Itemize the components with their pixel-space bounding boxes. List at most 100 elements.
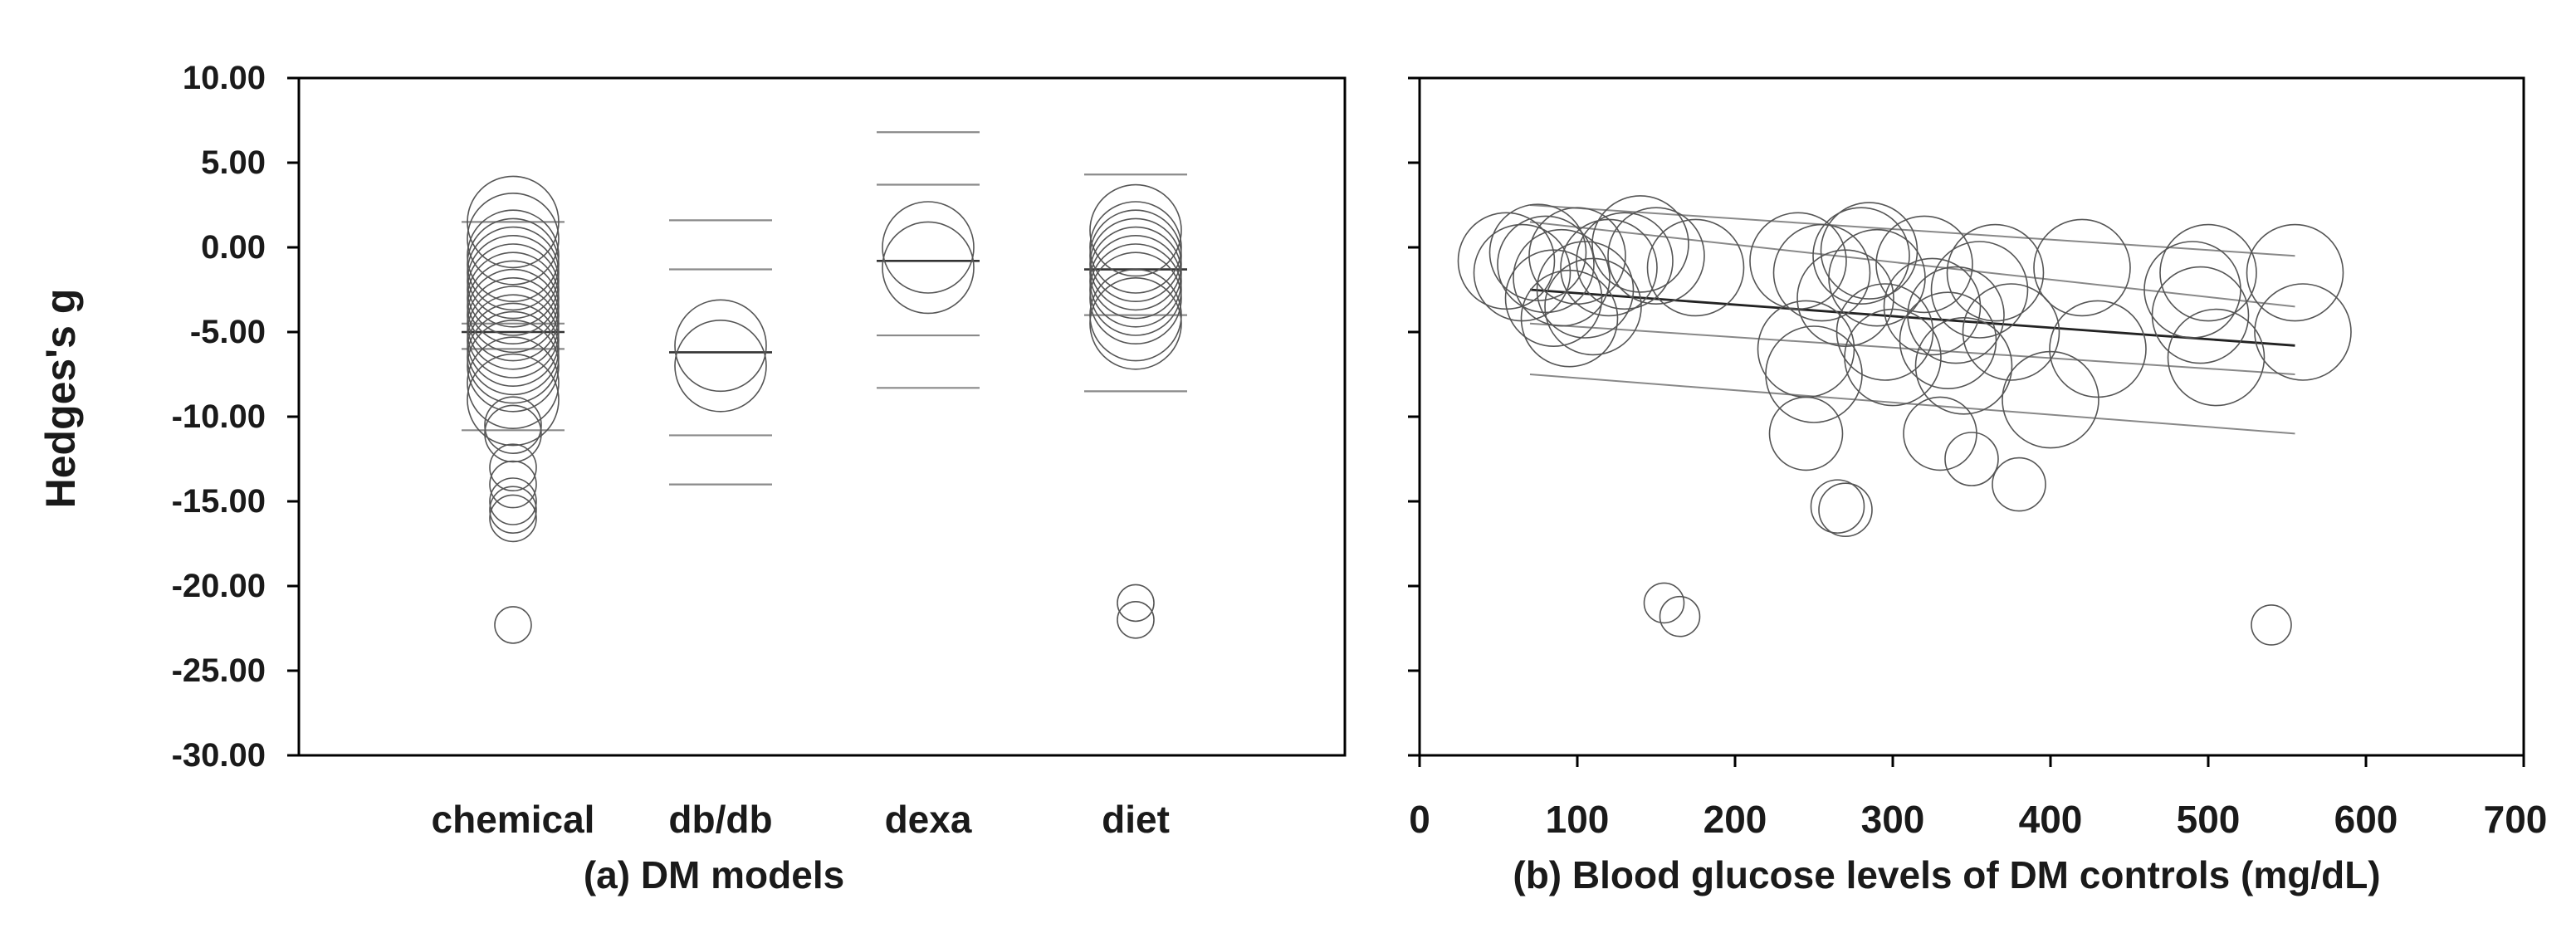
data-point (489, 486, 537, 535)
data-point (467, 243, 560, 336)
data-point (1946, 223, 2045, 322)
data-point (1844, 308, 1942, 407)
y-tick-label: -5.00 (190, 314, 266, 350)
data-point (467, 268, 560, 362)
y-tick-label: -20.00 (172, 568, 266, 604)
data-point (1607, 207, 1705, 305)
data-point (674, 299, 767, 393)
data-point (1875, 215, 1973, 314)
x-category-label-chemical: chemical (432, 798, 595, 841)
x-tick-label: 700 (2484, 798, 2548, 841)
data-point (1914, 316, 2013, 415)
data-point (1089, 226, 1182, 320)
panel-a: 10.00 5.00 0.00 -5.00 -10.00 -15.00 -20.… (37, 60, 1347, 896)
panel-a-frame (297, 76, 1347, 757)
data-point (2254, 283, 2352, 381)
data-point (494, 606, 532, 644)
data-point (1513, 228, 1611, 327)
x-tick-label: 0 (1409, 798, 1430, 841)
data-point (467, 319, 560, 413)
data-point (1089, 252, 1182, 345)
data-point (467, 353, 560, 447)
data-point (1944, 432, 1999, 486)
data-point (2251, 604, 2292, 646)
data-point (2049, 300, 2147, 398)
data-point (1772, 223, 1871, 322)
data-point (1768, 396, 1844, 471)
data-point (489, 494, 537, 543)
data-point (467, 226, 560, 320)
data-point (467, 310, 560, 404)
panel-b-regression-lines (1529, 204, 2295, 435)
data-point (2151, 266, 2250, 364)
regression-fit-line (1529, 288, 2295, 347)
panel-a-y-tick-labels: 10.00 5.00 0.00 -5.00 -10.00 -15.00 -20.… (172, 60, 266, 774)
data-point (1576, 212, 1674, 310)
data-point (467, 294, 560, 388)
x-category-label-diet: diet (1102, 798, 1170, 841)
data-point (1089, 268, 1182, 362)
data-point (467, 286, 560, 379)
data-point (467, 336, 560, 430)
data-point (1117, 600, 1155, 639)
x-category-label-dbdb: db/db (668, 798, 772, 841)
data-point (489, 477, 537, 525)
x-tick-label: 100 (1546, 798, 1610, 841)
data-point (467, 217, 560, 311)
data-point (1646, 218, 1745, 317)
data-point (1812, 207, 1910, 305)
data-point (484, 404, 542, 463)
data-point (1883, 257, 1982, 356)
panel-b-x-tick-labels: 0 100 200 300 400 500 600 700 (1409, 798, 2547, 841)
data-point (1089, 217, 1182, 311)
panel-b-bubbles (1457, 195, 2352, 646)
x-tick-label: 200 (1703, 798, 1767, 841)
data-point (2167, 308, 2266, 407)
data-point (2002, 350, 2099, 449)
x-tick-label: 400 (2019, 798, 2083, 841)
panel-a-category-labels: chemical db/db dexa diet (432, 798, 1170, 841)
data-point (882, 201, 975, 294)
data-point (1089, 243, 1182, 336)
data-point (1818, 482, 1873, 538)
x-category-label-dexa: dexa (885, 798, 972, 841)
data-point (467, 252, 560, 345)
data-point (2159, 223, 2257, 322)
data-point (489, 443, 537, 492)
y-tick-label: -25.00 (172, 652, 266, 689)
data-point (1504, 249, 1603, 348)
x-tick-label: 300 (1861, 798, 1925, 841)
data-point (1659, 595, 1701, 637)
regression-ci-line (1529, 221, 2295, 308)
data-point (1089, 209, 1182, 303)
data-point (467, 276, 560, 370)
data-point (1560, 218, 1658, 317)
data-point (1117, 584, 1155, 623)
data-point (1992, 457, 2046, 512)
data-point (467, 302, 560, 396)
data-point (1903, 396, 1977, 471)
panel-b-caption: (b) Blood glucose levels of DM controls … (1513, 853, 2380, 896)
panel-a-caption: (a) DM models (584, 853, 844, 896)
data-point (1520, 269, 1619, 368)
data-point (1089, 183, 1182, 277)
panel-b-x-ticks (1418, 755, 2525, 767)
panel-a-summary-lines (462, 131, 1187, 486)
data-point (467, 209, 560, 303)
data-point (1089, 234, 1182, 328)
data-point (674, 319, 767, 413)
y-tick-label: -30.00 (172, 737, 266, 774)
data-point (1089, 201, 1182, 294)
data-point (1591, 195, 1689, 293)
y-tick-label: -15.00 (172, 483, 266, 520)
data-point (1643, 582, 1685, 624)
panel-b-frame (1418, 76, 2525, 757)
data-point (1089, 276, 1182, 370)
data-point (467, 192, 560, 286)
data-point (2033, 218, 2131, 317)
data-point (882, 221, 975, 315)
y-axis-label: Hedges's g (37, 289, 84, 509)
data-point (1473, 223, 1572, 322)
data-point (1536, 241, 1635, 339)
